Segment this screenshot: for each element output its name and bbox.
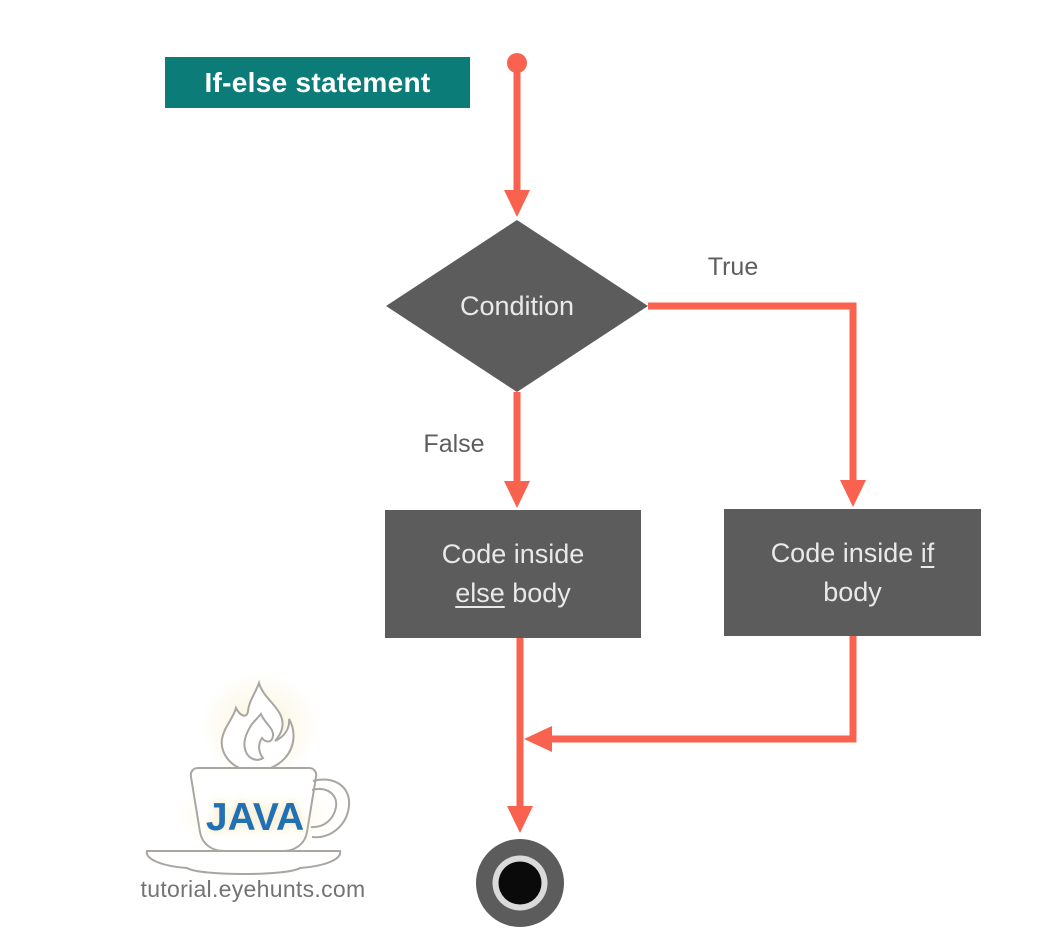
if-body-line1-prefix: Code inside bbox=[770, 537, 921, 568]
condition-node-label: Condition bbox=[459, 290, 575, 321]
end-node bbox=[476, 839, 564, 927]
false-branch-label: False bbox=[423, 430, 485, 458]
if-body-line2: body bbox=[823, 573, 882, 612]
else-body-line2: else body bbox=[455, 574, 571, 613]
arrowhead-to-condition bbox=[504, 190, 530, 217]
flame-inner-icon bbox=[243, 712, 275, 761]
else-body-line2-rest: body bbox=[504, 578, 571, 608]
site-url-text: tutorial.eyehunts.com bbox=[140, 876, 366, 902]
else-body-line1: Code inside bbox=[442, 535, 585, 574]
title-banner: If-else statement bbox=[165, 57, 470, 108]
arrowhead-false bbox=[504, 481, 530, 508]
true-branch-label: True bbox=[707, 253, 759, 281]
arrowhead-merge bbox=[524, 726, 552, 752]
title-label: If-else statement bbox=[204, 66, 431, 98]
end-node-core bbox=[498, 861, 542, 905]
if-body-line1: Code inside if bbox=[771, 534, 935, 573]
if-keyword: if bbox=[920, 537, 935, 568]
if-body-line2-text: body bbox=[823, 576, 882, 607]
cup-handle-outer-icon bbox=[311, 778, 351, 839]
condition-diamond bbox=[386, 220, 648, 392]
else-body-line1-text: Code inside bbox=[441, 539, 585, 569]
arrowhead-to-end bbox=[507, 806, 533, 833]
if-to-merge-line bbox=[550, 636, 857, 743]
if-body-node: Code inside if body bbox=[724, 509, 981, 636]
cup-handle-inner-icon bbox=[310, 788, 338, 829]
arrowhead-true bbox=[840, 480, 866, 507]
saucer-icon bbox=[145, 850, 342, 875]
java-cup-logo-icon bbox=[145, 679, 351, 875]
java-brand-text: JAVA bbox=[205, 796, 305, 839]
else-body-node: Code inside else body bbox=[385, 510, 641, 638]
true-branch-line bbox=[648, 302, 857, 483]
else-keyword: else bbox=[455, 578, 505, 608]
